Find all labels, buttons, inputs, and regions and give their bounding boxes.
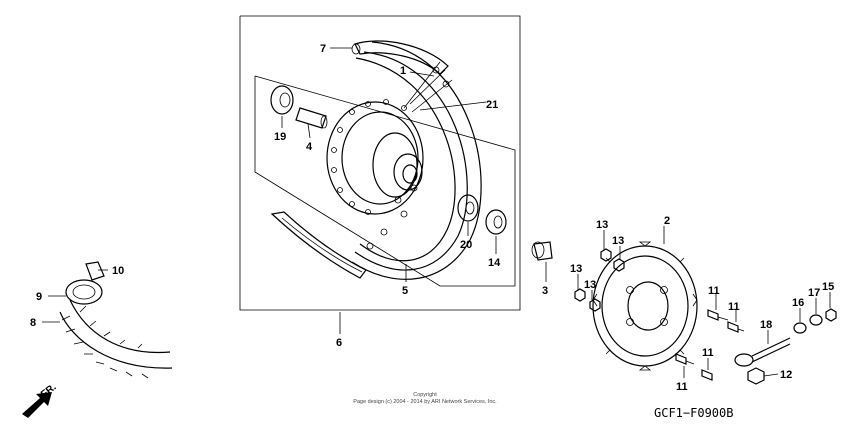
copyright-line-1: Copyright [413,392,437,398]
rim-band [351,40,449,75]
spokes [366,61,453,250]
callout-17: 17 [808,287,820,299]
callout-1: 1 [400,65,406,77]
sprocket-nuts [574,248,625,312]
callout-12: 12 [780,369,792,381]
sprocket-bolts [675,309,745,381]
tire [59,299,173,379]
copyright-line-2: Page design (c) 2004 - 2014 by ARI Netwo… [353,399,497,405]
leader-lines [42,47,831,378]
bearing-19 [270,85,294,115]
distance-collar [295,107,328,129]
collar-3 [531,241,553,261]
callout-6: 6 [336,337,342,349]
callout-13-b: 13 [612,235,624,247]
callout-8: 8 [30,317,36,329]
callout-21: 21 [486,99,498,111]
bearing-20 [457,194,479,222]
wheel-assembly-frame [239,15,521,311]
callout-9: 9 [36,291,42,303]
callout-3: 3 [542,285,548,297]
callout-7: 7 [320,43,326,55]
tube [65,279,103,305]
sprocket [592,241,698,371]
rim-strip [270,211,367,279]
front-arrow-icon [22,392,52,418]
callout-15: 15 [822,281,834,293]
callout-11-a: 11 [708,285,720,297]
callout-18: 18 [760,319,772,331]
callout-13-d: 13 [584,279,596,291]
callout-10: 10 [112,265,124,277]
chain-adjuster [734,308,837,385]
callout-20: 20 [460,239,472,251]
rim-flap [85,261,105,281]
callout-11-c: 11 [702,347,714,359]
callout-13-c: 13 [570,263,582,275]
callout-16: 16 [792,297,804,309]
callout-11-b: 11 [728,301,740,313]
callout-19: 19 [274,131,286,143]
callout-14: 14 [488,257,501,269]
callout-5: 5 [402,285,408,297]
callout-4: 4 [306,141,313,153]
diagram-code: GCF1−F0900B [654,406,733,420]
oil-seal-14 [485,209,507,235]
callout-11-d: 11 [676,381,688,393]
hub [326,99,424,215]
callout-labels: 1 2 3 4 5 6 7 8 9 10 11 11 11 11 12 13 1… [30,43,834,393]
callout-13-a: 13 [596,219,608,231]
hub-spoke-holes [331,99,407,215]
callout-2: 2 [664,215,670,227]
